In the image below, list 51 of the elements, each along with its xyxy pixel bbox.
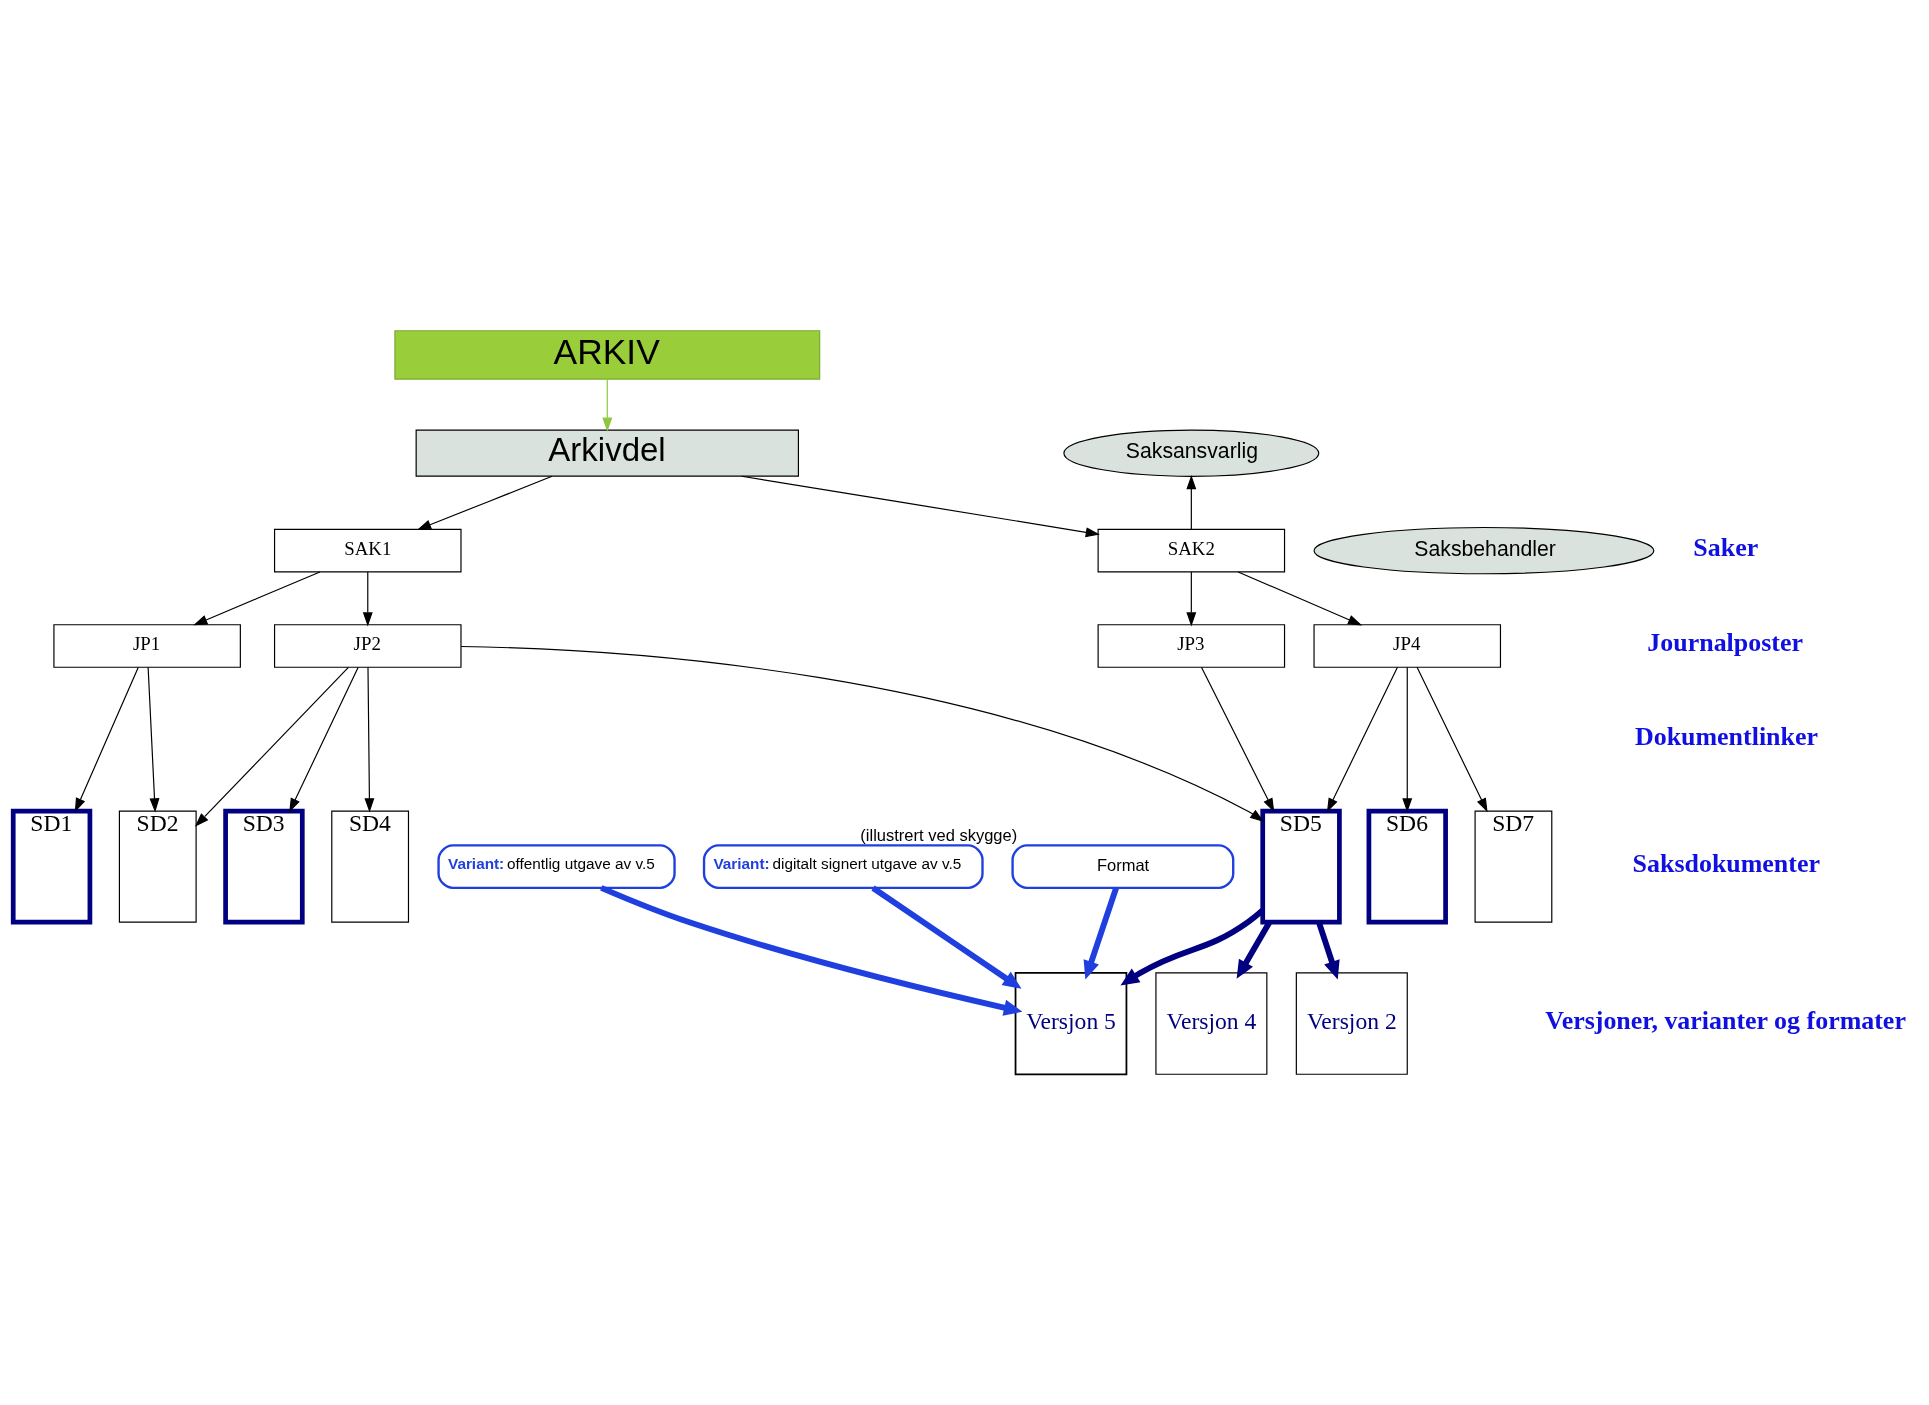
node-box: ARKIV [394,330,821,380]
arrow [600,885,1023,1016]
node-box: Format [1011,844,1235,890]
node-box: SD3 [223,808,305,925]
arrow [417,475,553,530]
label: Journalposter [1647,628,1803,658]
node-box: SD5 [1260,808,1342,925]
node-box: SD2 [118,810,197,923]
arrow [1316,921,1340,980]
label: Versjoner, varianter og formater [1545,1005,1906,1035]
arrow [1200,666,1275,813]
node-box: SAK1 [273,528,462,573]
node-box: Versjon 4 [1155,972,1268,1075]
node-ellipse: Saksansvarlig [1063,429,1320,477]
node-box: Arkivdel [415,429,799,477]
node-label: (illustrert ved skygge) [860,825,1018,844]
node-box: Versjon 5 [1014,971,1128,1076]
node-box: SD4 [331,810,410,923]
node-box: Variant: digitalt signert utgave av v.5 [702,844,984,890]
node-box: Versjon 2 [1295,972,1408,1075]
node-box: SD7 [1474,810,1553,923]
node-box: SD6 [1366,808,1448,925]
arrow [364,666,375,813]
arrow [1083,887,1119,980]
node-box: SAK2 [1097,528,1286,573]
node-box: JP3 [1097,624,1286,668]
arrow [194,666,349,827]
arrow [1186,571,1197,627]
arrow [1186,475,1197,530]
arrow [74,666,139,813]
node-box: JP4 [1313,624,1502,668]
node-box: JP2 [273,624,462,668]
node-box: JP1 [53,624,241,668]
arrow [1416,666,1488,813]
label: Saker [1693,533,1759,563]
arrow [1237,571,1363,626]
arrow [871,885,1022,989]
arrow [741,475,1100,538]
arrow [362,571,373,627]
node-ellipse: Saksbehandler [1313,526,1655,575]
arrow [602,378,613,432]
arrow [1402,666,1413,813]
label: Saksdokumenter [1632,849,1820,879]
node-box: Variant: offentlig utgave av v.5 [437,844,676,890]
label: Dokumentlinker [1634,721,1818,751]
arrow [460,645,1265,823]
arrow [193,571,321,626]
arrow [1326,666,1399,813]
node-box: SD1 [10,808,93,925]
arrow [289,666,359,813]
arrow [147,666,160,813]
